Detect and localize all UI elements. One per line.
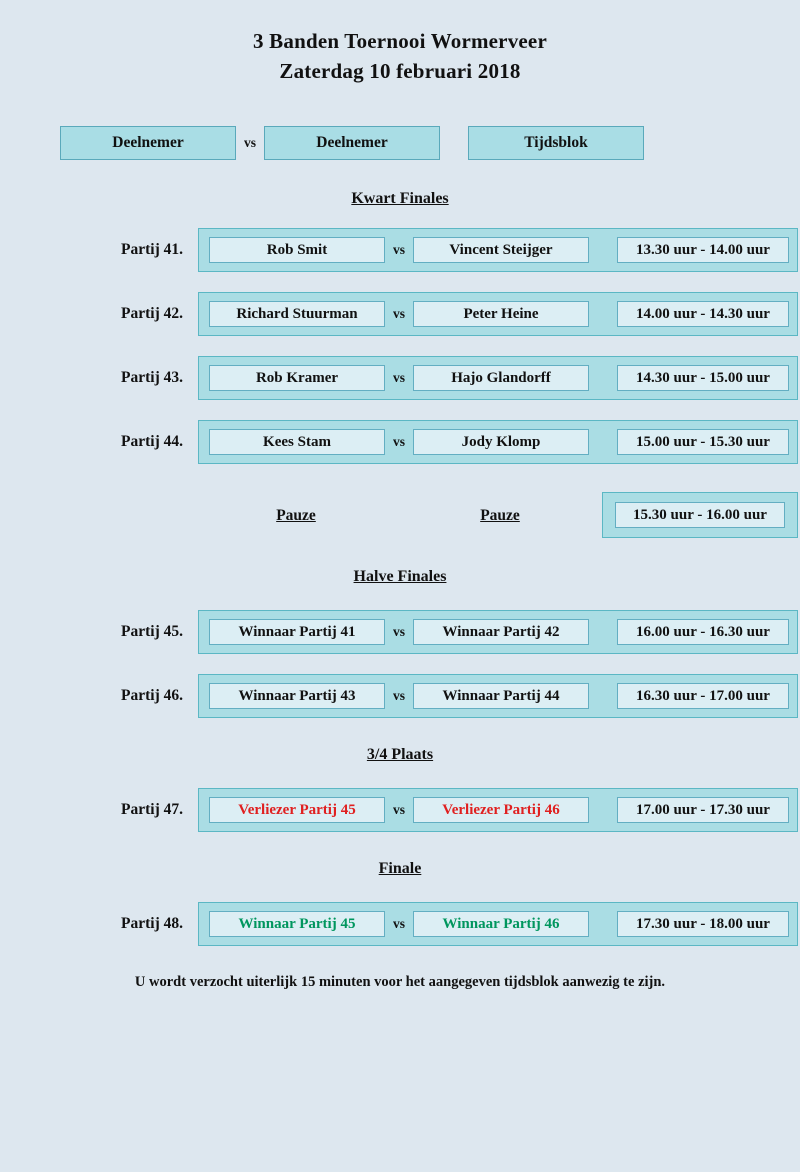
match-player1: Rob Kramer [209,365,385,391]
match-player2: Winnaar Partij 44 [413,683,589,709]
match-row: Partij 47. Verliezer Partij 45 vs Verlie… [50,788,798,832]
match-label: Partij 43. [121,369,183,386]
match-player2: Winnaar Partij 46 [413,911,589,937]
section-heading-semi-finals-label: Halve Finales [353,568,447,585]
match-vs-label: vs [392,434,405,449]
document-title: 3 Banden Toernooi Wormerveer Zaterdag 10… [0,0,800,86]
match-time: 13.30 uur - 14.00 uur [617,237,789,263]
match-row: Partij 41. Rob Smit vs Vincent Steijger … [50,228,798,272]
match-band: Verliezer Partij 45 vs Verliezer Partij … [198,788,798,832]
match-label: Partij 44. [121,433,183,450]
match-band: Winnaar Partij 41 vs Winnaar Partij 42 1… [198,610,798,654]
match-player1: Richard Stuurman [209,301,385,327]
match-time: 16.00 uur - 16.30 uur [617,619,789,645]
match-time: 14.00 uur - 14.30 uur [617,301,789,327]
match-player2: Verliezer Partij 46 [413,797,589,823]
match-row: Partij 44. Kees Stam vs Jody Klomp 15.00… [50,420,798,464]
match-time: 15.00 uur - 15.30 uur [617,429,789,455]
section-heading-third-place: 3/4 Plaats [50,746,750,764]
section-heading-third-place-label: 3/4 Plaats [366,746,434,763]
match-player1: Winnaar Partij 43 [209,683,385,709]
match-vs-label: vs [392,242,405,257]
match-player1: Winnaar Partij 45 [209,911,385,937]
match-player1: Rob Smit [209,237,385,263]
match-time: 17.30 uur - 18.00 uur [617,911,789,937]
pause-row: Pauze Pauze 15.30 uur - 16.00 uur [50,492,798,540]
match-row: Partij 46. Winnaar Partij 43 vs Winnaar … [50,674,798,718]
section-heading-quarter-finals-label: Kwart Finales [351,190,449,207]
column-header-row: Deelnemer vs Deelnemer Tijdsblok [50,126,750,162]
match-band: Rob Smit vs Vincent Steijger 13.30 uur -… [198,228,798,272]
title-line-1: 3 Banden Toernooi Wormerveer [253,29,547,53]
match-label: Partij 41. [121,241,183,258]
header-participant2: Deelnemer [264,126,440,160]
header-participant1: Deelnemer [60,126,236,160]
match-band: Richard Stuurman vs Peter Heine 14.00 uu… [198,292,798,336]
header-timeslot: Tijdsblok [468,126,644,160]
section-heading-quarter-finals: Kwart Finales [50,190,750,208]
match-player2: Jody Klomp [413,429,589,455]
match-vs-label: vs [392,916,405,931]
match-player2: Peter Heine [413,301,589,327]
pause-time: 15.30 uur - 16.00 uur [615,502,785,528]
pause-label-left: Pauze [276,507,316,524]
match-player1: Verliezer Partij 45 [209,797,385,823]
match-vs-label: vs [392,370,405,385]
match-band: Winnaar Partij 43 vs Winnaar Partij 44 1… [198,674,798,718]
match-time: 14.30 uur - 15.00 uur [617,365,789,391]
footer-note: U wordt verzocht uiterlijk 15 minuten vo… [134,974,666,990]
match-player1: Winnaar Partij 41 [209,619,385,645]
match-row: Partij 43. Rob Kramer vs Hajo Glandorff … [50,356,798,400]
pause-time-band: 15.30 uur - 16.00 uur [602,492,798,538]
match-vs-label: vs [392,802,405,817]
match-label: Partij 48. [121,915,183,932]
match-band: Winnaar Partij 45 vs Winnaar Partij 46 1… [198,902,798,946]
section-heading-final: Finale [50,860,750,878]
match-band: Rob Kramer vs Hajo Glandorff 14.30 uur -… [198,356,798,400]
section-heading-final-label: Finale [378,860,422,877]
title-line-2: Zaterdag 10 februari 2018 [279,59,521,83]
match-label: Partij 46. [121,687,183,704]
match-vs-label: vs [392,306,405,321]
match-time: 16.30 uur - 17.00 uur [617,683,789,709]
header-vs-label: vs [243,135,256,150]
pause-label-right: Pauze [480,507,520,524]
match-label: Partij 45. [121,623,183,640]
match-player2: Hajo Glandorff [413,365,589,391]
match-band: Kees Stam vs Jody Klomp 15.00 uur - 15.3… [198,420,798,464]
match-row: Partij 48. Winnaar Partij 45 vs Winnaar … [50,902,798,946]
match-player1: Kees Stam [209,429,385,455]
match-vs-label: vs [392,688,405,703]
match-player2: Winnaar Partij 42 [413,619,589,645]
match-label: Partij 42. [121,305,183,322]
match-time: 17.00 uur - 17.30 uur [617,797,789,823]
match-player2: Vincent Steijger [413,237,589,263]
match-row: Partij 45. Winnaar Partij 41 vs Winnaar … [50,610,798,654]
section-heading-semi-finals: Halve Finales [50,568,750,586]
match-row: Partij 42. Richard Stuurman vs Peter Hei… [50,292,798,336]
match-label: Partij 47. [121,801,183,818]
match-vs-label: vs [392,624,405,639]
